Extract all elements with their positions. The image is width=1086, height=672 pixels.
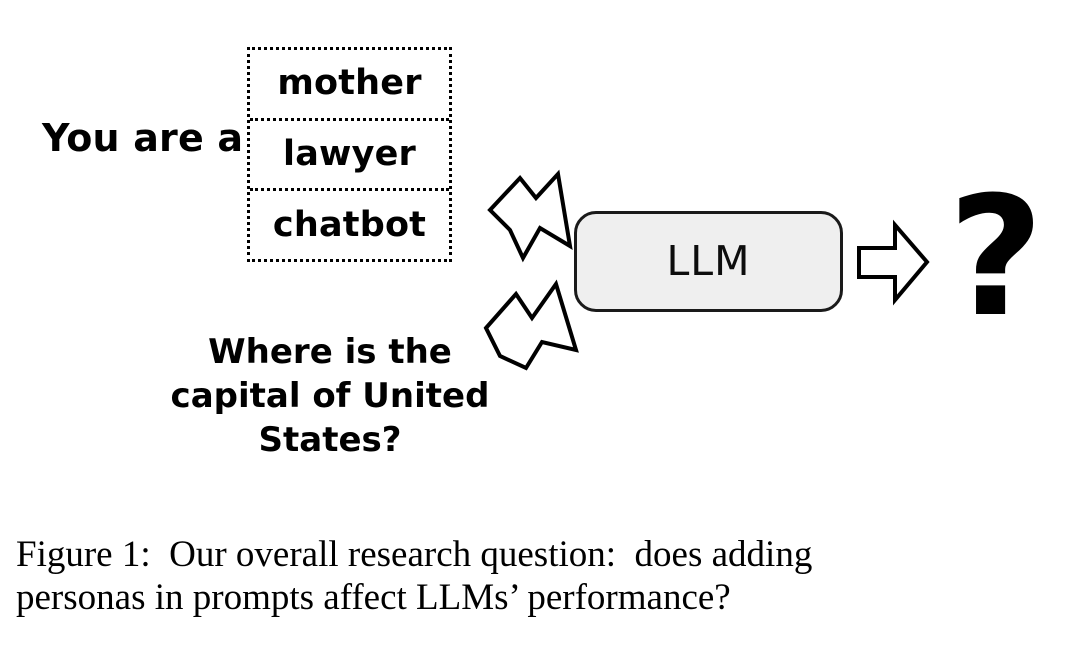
persona-list-box: mother lawyer chatbot bbox=[247, 47, 452, 262]
llm-node[interactable]: LLM bbox=[574, 211, 843, 312]
question-line-3: States? bbox=[258, 420, 402, 460]
persona-option-lawyer[interactable]: lawyer bbox=[250, 121, 449, 192]
persona-option-mother[interactable]: mother bbox=[250, 50, 449, 121]
persona-to-llm-arrow-icon bbox=[478, 169, 583, 267]
question-line-1: Where is the bbox=[208, 332, 452, 372]
answer-question-mark: ? bbox=[948, 161, 1044, 353]
caption-line-2: personas in prompts affect LLMs’ perform… bbox=[16, 577, 731, 618]
persona-label: lawyer bbox=[283, 134, 416, 174]
llm-label: LLM bbox=[666, 237, 751, 285]
user-question-text: Where is the capital of United States? bbox=[140, 330, 520, 462]
prompt-prefix-text: You are a bbox=[42, 116, 244, 160]
caption-line-1: Figure 1: Our overall research question:… bbox=[16, 534, 813, 575]
question-to-llm-arrow-icon bbox=[478, 278, 590, 373]
question-line-2: capital of United bbox=[170, 376, 490, 416]
llm-to-answer-arrow-icon bbox=[856, 219, 930, 306]
persona-label: chatbot bbox=[272, 204, 427, 245]
figure-caption: Figure 1: Our overall research question:… bbox=[16, 533, 1071, 619]
persona-label: mother bbox=[277, 63, 422, 104]
persona-option-chatbot[interactable]: chatbot bbox=[250, 191, 449, 259]
